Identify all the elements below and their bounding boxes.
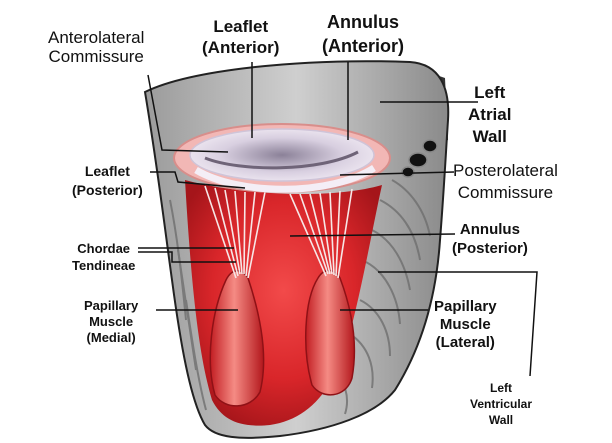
label-leaflet-posterior-line2: (Posterior) [72, 181, 143, 200]
label-leaflet-posterior-line1: Leaflet [72, 162, 143, 181]
label-anterolateral-commissure: Anterolateral Commissure [48, 28, 144, 66]
label-annulus-posterior-line1: Annulus [452, 220, 528, 239]
label-chordae-tendineae: Chordae Tendineae [72, 240, 135, 274]
label-left-ventricular-line2: Ventricular [470, 396, 532, 412]
label-posterolateral-line2: Commissure [453, 182, 558, 204]
label-annulus-anterior-line2: (Anterior) [322, 34, 404, 58]
label-leaflet-posterior: Leaflet (Posterior) [72, 162, 143, 200]
label-papillary-lateral-line2: Muscle [434, 316, 497, 334]
label-left-atrial-line1: Left [468, 82, 511, 104]
label-papillary-lateral: Papillary Muscle (Lateral) [434, 298, 497, 352]
label-papillary-lateral-line3: (Lateral) [434, 334, 497, 352]
label-papillary-medial-line2: Muscle [84, 314, 138, 330]
label-papillary-medial-line1: Papillary [84, 298, 138, 314]
label-left-ventricular-wall: Left Ventricular Wall [470, 380, 532, 428]
label-left-atrial-line2: Atrial [468, 104, 511, 126]
label-anterolateral-line1: Anterolateral [48, 28, 144, 47]
label-annulus-anterior-line1: Annulus [322, 10, 404, 34]
label-leaflet-anterior-line2: (Anterior) [202, 37, 279, 58]
label-papillary-medial-line3: (Medial) [84, 330, 138, 346]
label-papillary-medial: Papillary Muscle (Medial) [84, 298, 138, 346]
leaflet-surface [190, 129, 374, 181]
label-left-atrial-line3: Wall [468, 126, 511, 148]
label-leaflet-anterior-line1: Leaflet [202, 16, 279, 37]
label-leaflet-anterior: Leaflet (Anterior) [202, 16, 279, 58]
label-annulus-posterior: Annulus (Posterior) [452, 220, 528, 258]
label-annulus-anterior: Annulus (Anterior) [322, 10, 404, 58]
label-chordae-line1: Chordae [72, 240, 135, 257]
label-posterolateral-line1: Posterolateral [453, 160, 558, 182]
label-chordae-line2: Tendineae [72, 257, 135, 274]
label-annulus-posterior-line2: (Posterior) [452, 239, 528, 258]
label-left-atrial-wall: Left Atrial Wall [468, 82, 511, 148]
label-papillary-lateral-line1: Papillary [434, 298, 497, 316]
label-left-ventricular-line3: Wall [470, 412, 532, 428]
label-anterolateral-line2: Commissure [48, 47, 144, 66]
label-left-ventricular-line1: Left [470, 380, 532, 396]
label-posterolateral-commissure: Posterolateral Commissure [453, 160, 558, 204]
